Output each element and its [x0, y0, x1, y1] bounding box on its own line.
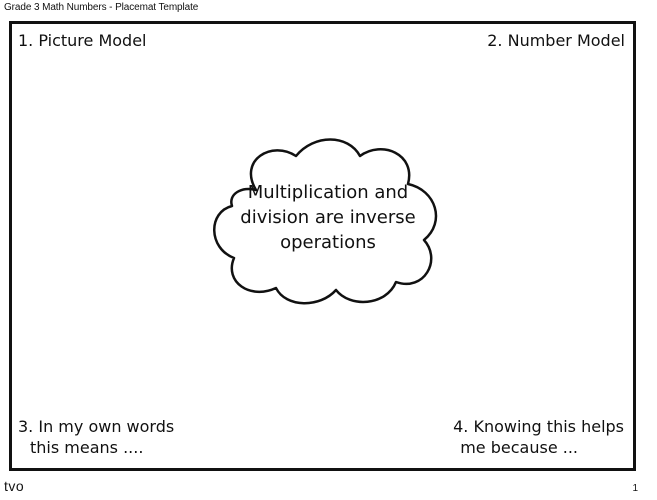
own-words-line-1: 3. In my own words [18, 417, 175, 436]
quadrant-number-model-label: 2. Number Model [487, 31, 625, 50]
document-title: Grade 3 Math Numbers - Placemat Template [4, 2, 199, 13]
center-cloud: Multiplication and division are inverse … [210, 132, 446, 307]
quadrant-own-words-label: 3. In my own words this means .... [18, 416, 174, 458]
center-concept-text: Multiplication and division are inverse … [210, 180, 446, 255]
placemat-frame: 1. Picture Model 2. Number Model 3. In m… [9, 21, 636, 471]
cloud-shape [213, 138, 438, 305]
knowing-helps-line-2: me because ... [460, 438, 578, 457]
center-line-2: division are inverse [240, 207, 416, 228]
quadrant-knowing-helps-label: 4. Knowing this helps me because ... [453, 416, 624, 458]
page-number: 1 [632, 483, 638, 494]
tvo-logo: tvo [4, 478, 25, 494]
quadrant-picture-model-label: 1. Picture Model [18, 31, 147, 50]
knowing-helps-line-1: 4. Knowing this helps [453, 417, 624, 436]
center-line-3: operations [280, 232, 376, 253]
own-words-line-2: this means .... [30, 438, 144, 457]
center-line-1: Multiplication and [247, 182, 409, 203]
